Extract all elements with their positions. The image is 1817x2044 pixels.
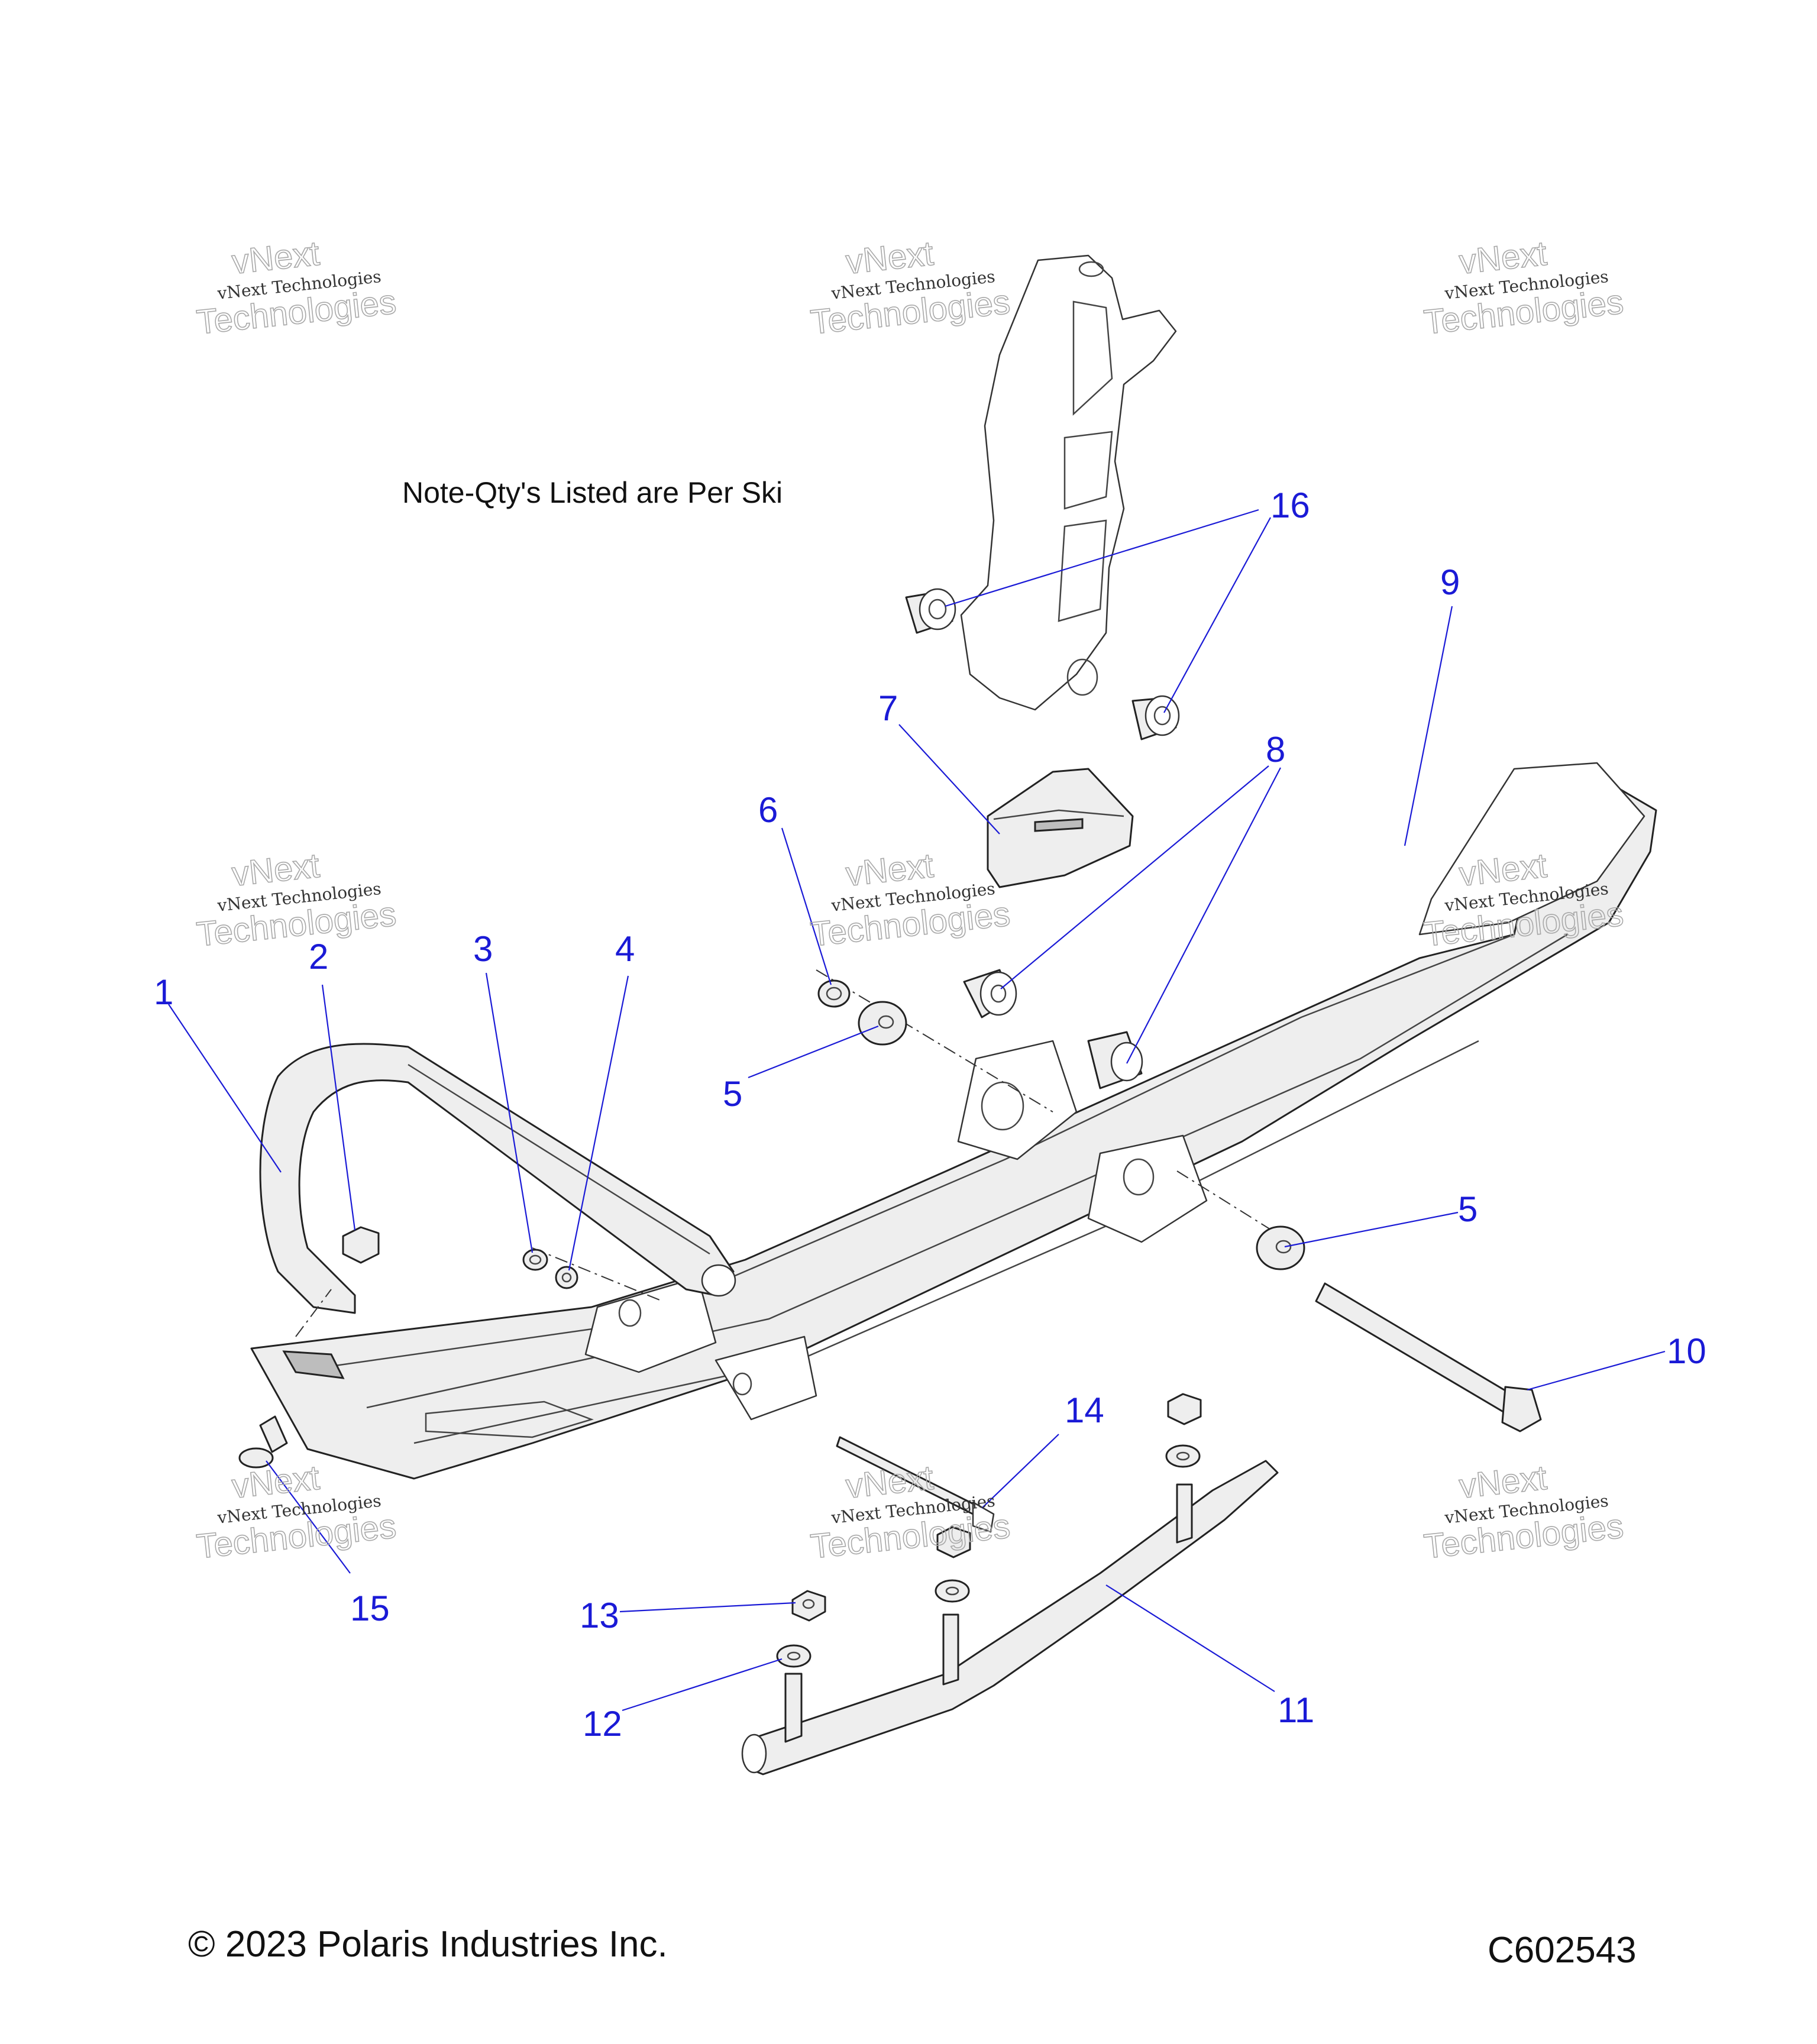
diagram-code: C602543 bbox=[1488, 1930, 1637, 1971]
callout-7: 7 bbox=[878, 688, 898, 728]
copyright: © 2023 Polaris Industries Inc. bbox=[188, 1924, 668, 1965]
saddle-damper-7 bbox=[987, 768, 1134, 888]
callout-14: 14 bbox=[1065, 1390, 1104, 1430]
callout-5-front: 5 bbox=[723, 1074, 742, 1114]
leader-8b bbox=[1126, 767, 1281, 1064]
bolt-10 bbox=[1315, 1282, 1542, 1432]
watermark: vNext vNext Technologies Technologies bbox=[1421, 234, 1625, 342]
watermark: vNext vNext Technologies Technologies bbox=[1421, 1458, 1625, 1567]
callout-labels: 1 2 3 4 5 5 6 7 8 9 10 11 12 13 14 15 16 bbox=[154, 486, 1706, 1744]
assembly-axis-rear bbox=[1176, 1170, 1272, 1231]
leader-2 bbox=[321, 984, 356, 1231]
leader-16a bbox=[945, 509, 1259, 607]
leader-10 bbox=[1527, 1350, 1666, 1391]
callout-13: 13 bbox=[580, 1596, 619, 1635]
nut-13c bbox=[1167, 1393, 1202, 1425]
watermark: vNext vNext Technologies Technologies bbox=[194, 846, 398, 955]
leader-16b bbox=[1163, 517, 1271, 713]
leader-3 bbox=[485, 972, 534, 1253]
callout-3: 3 bbox=[473, 929, 493, 969]
leader-11 bbox=[1105, 1584, 1275, 1692]
leader-5b bbox=[1284, 1211, 1459, 1248]
washer-5-front bbox=[858, 1001, 907, 1046]
callout-16: 16 bbox=[1270, 486, 1310, 525]
leader-9 bbox=[1404, 606, 1453, 846]
leader-1 bbox=[168, 1004, 282, 1173]
callout-1: 1 bbox=[154, 972, 173, 1012]
bushing-6 bbox=[817, 979, 851, 1008]
watermark: vNext vNext Technologies Technologies bbox=[808, 234, 1012, 342]
leader-7 bbox=[898, 724, 1000, 835]
callout-5-rear: 5 bbox=[1458, 1189, 1477, 1229]
bushing-8b bbox=[1087, 1031, 1143, 1089]
callout-11: 11 bbox=[1278, 1690, 1314, 1730]
watermark: vNext vNext Technologies Technologies bbox=[194, 1458, 398, 1567]
leader-12 bbox=[622, 1658, 783, 1712]
callout-15: 15 bbox=[350, 1589, 390, 1628]
wear-bar-11 bbox=[741, 1460, 1279, 1775]
ski bbox=[250, 762, 1657, 1480]
washer-5-rear bbox=[1256, 1225, 1305, 1270]
assembly-axis-handle bbox=[532, 1247, 663, 1302]
leader-lines bbox=[168, 509, 1666, 1712]
leader-13 bbox=[619, 1602, 796, 1613]
watermark: vNext vNext Technologies Technologies bbox=[808, 1458, 1012, 1567]
callout-2: 2 bbox=[309, 937, 328, 976]
washer-12b bbox=[935, 1579, 970, 1603]
nut-2 bbox=[342, 1226, 380, 1264]
leader-6 bbox=[781, 827, 832, 985]
nut-13a bbox=[791, 1590, 826, 1622]
quantity-note: Note-Qty's Listed are Per Ski bbox=[402, 476, 783, 509]
leader-14 bbox=[981, 1434, 1059, 1509]
callout-4: 4 bbox=[615, 929, 635, 969]
assembly-axis-front bbox=[816, 969, 1053, 1112]
spindle-bracket bbox=[960, 254, 1177, 711]
leader-8a bbox=[1000, 765, 1269, 989]
bushing-16b bbox=[1131, 695, 1180, 740]
bolt-14 bbox=[836, 1436, 995, 1533]
bushing-3 bbox=[522, 1249, 548, 1271]
ski-loop-handle bbox=[259, 1043, 736, 1314]
callout-9: 9 bbox=[1440, 562, 1460, 602]
watermark: vNext vNext Technologies Technologies bbox=[808, 846, 1012, 955]
callout-12: 12 bbox=[583, 1704, 622, 1744]
callout-6: 6 bbox=[758, 790, 778, 830]
leader-5a bbox=[748, 1025, 879, 1079]
callout-10: 10 bbox=[1667, 1331, 1706, 1371]
screw-15 bbox=[238, 1415, 288, 1469]
callout-8: 8 bbox=[1266, 730, 1285, 769]
washer-12c bbox=[1165, 1444, 1201, 1468]
leader-15 bbox=[266, 1460, 351, 1574]
bushing-16 bbox=[905, 588, 956, 634]
assembly-axis-front-tip bbox=[295, 1289, 332, 1337]
nut-13b bbox=[936, 1526, 971, 1558]
leader-4 bbox=[568, 975, 629, 1271]
watermark: vNext vNext Technologies Technologies bbox=[194, 234, 398, 342]
washer-12a bbox=[776, 1644, 811, 1668]
washer-4 bbox=[555, 1266, 578, 1289]
bushing-8 bbox=[963, 969, 1017, 1018]
